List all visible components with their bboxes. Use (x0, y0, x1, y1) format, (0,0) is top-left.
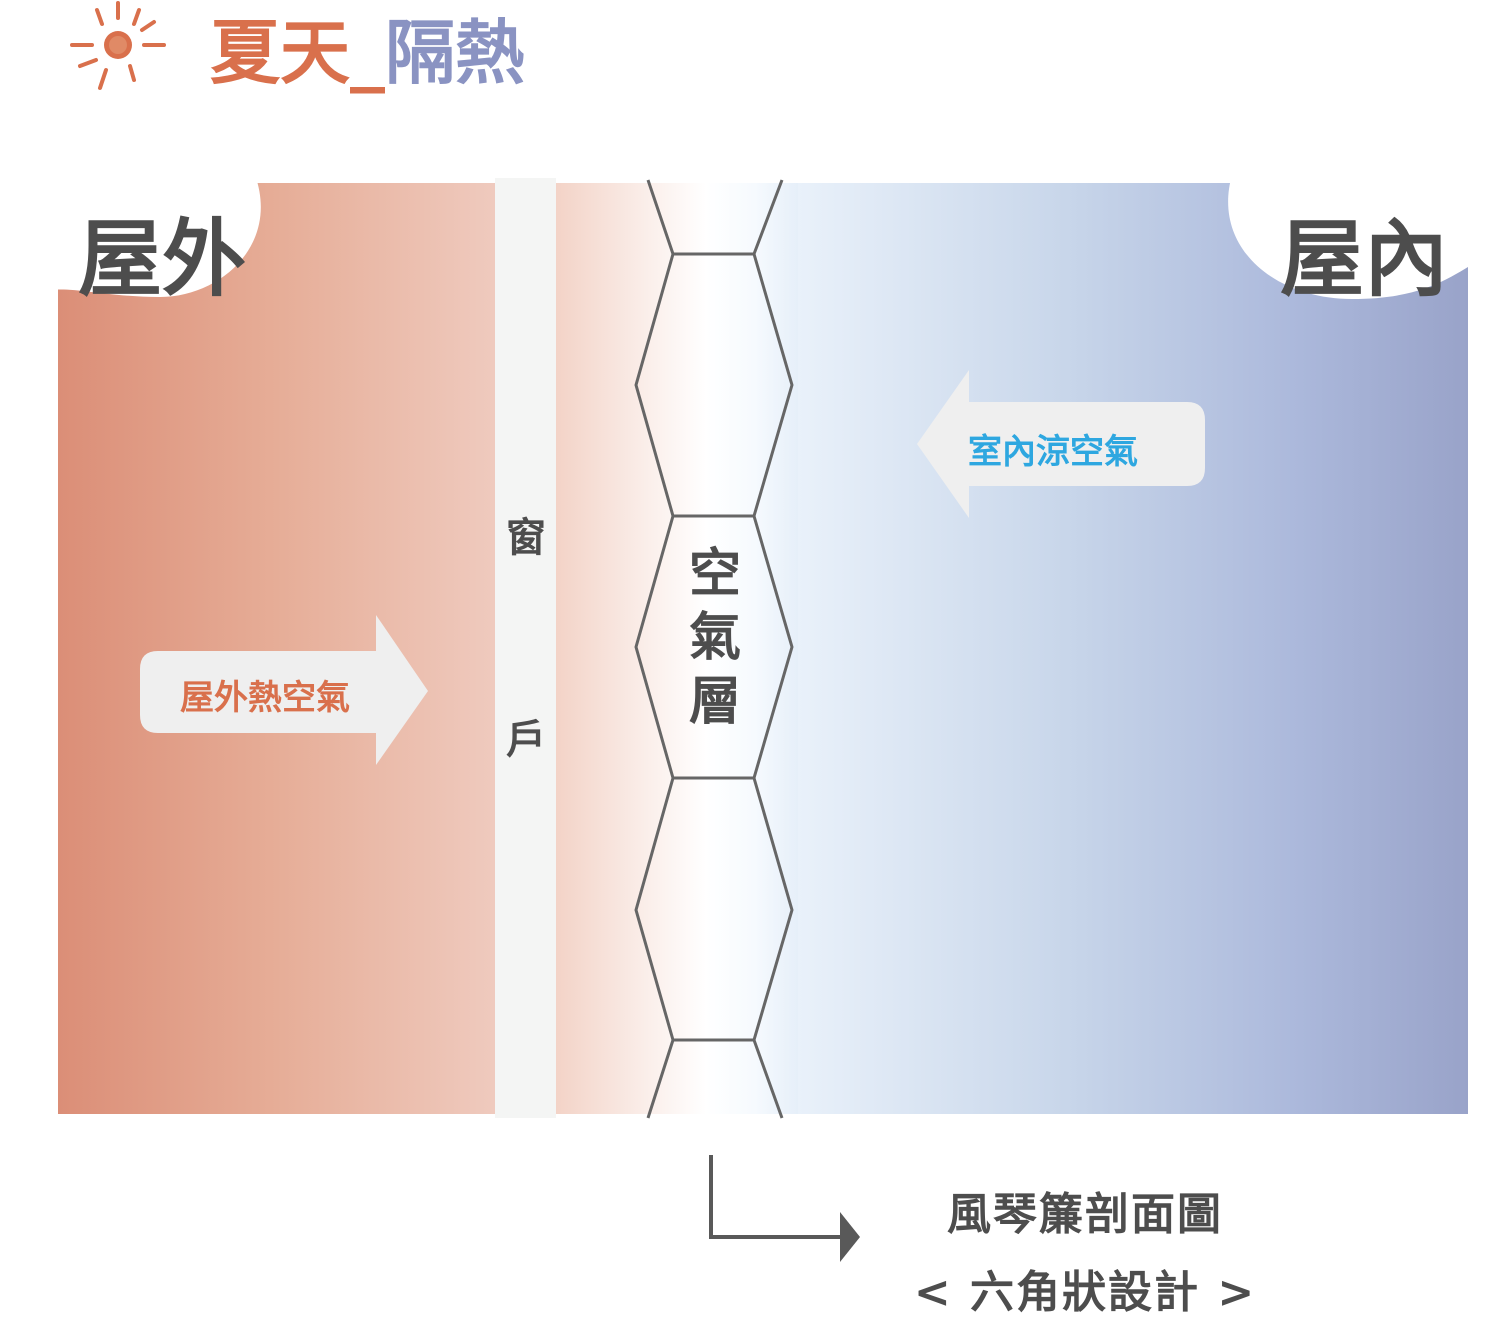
window-label: 窗戶 (500, 505, 552, 765)
window-label-char: 戶 (506, 717, 546, 763)
honeycomb-cross-section (634, 179, 794, 1119)
hexagon-bottom-partial (646, 1038, 784, 1119)
air-layer-label-char: 氣 (688, 608, 741, 668)
outdoor-panel (58, 183, 495, 1114)
footer-caption-title: 風琴簾剖面圖 (947, 1189, 1223, 1240)
title-season: 夏天 (210, 12, 350, 94)
title-function: 隔熱 (385, 12, 525, 94)
indoor-label: 屋內 (1280, 210, 1449, 308)
window-label-char: 窗 (506, 515, 546, 561)
title-separator: _ (350, 12, 385, 94)
elbow-arrow-icon (709, 1155, 860, 1262)
page-title: 夏天_隔熱 (210, 8, 525, 98)
air-gap-panel (556, 183, 798, 1114)
outdoor-label: 屋外 (78, 210, 247, 308)
window-strip (495, 178, 556, 1118)
outdoor-label-bubble (50, 175, 261, 297)
arrow-left-icon (917, 370, 1205, 518)
arrow-right-icon (140, 615, 428, 765)
outdoor-hot-air-label: 屋外熱空氣 (180, 678, 350, 718)
air-layer-label-char: 空 (688, 544, 741, 604)
indoor-cool-air-label: 室內涼空氣 (968, 432, 1138, 472)
air-layer-label: 空氣層 (680, 542, 750, 734)
sun-icon (70, 1, 166, 90)
hexagon-cell-3 (634, 776, 794, 1042)
air-layer-label-char: 層 (688, 672, 741, 732)
indoor-label-bubble (1228, 175, 1482, 299)
footer-caption-subtitle: < 六角狀設計 > (913, 1267, 1257, 1318)
hexagon-top-partial (646, 179, 784, 256)
indoor-panel (798, 183, 1468, 1114)
hexagon-cell-1 (634, 252, 794, 518)
